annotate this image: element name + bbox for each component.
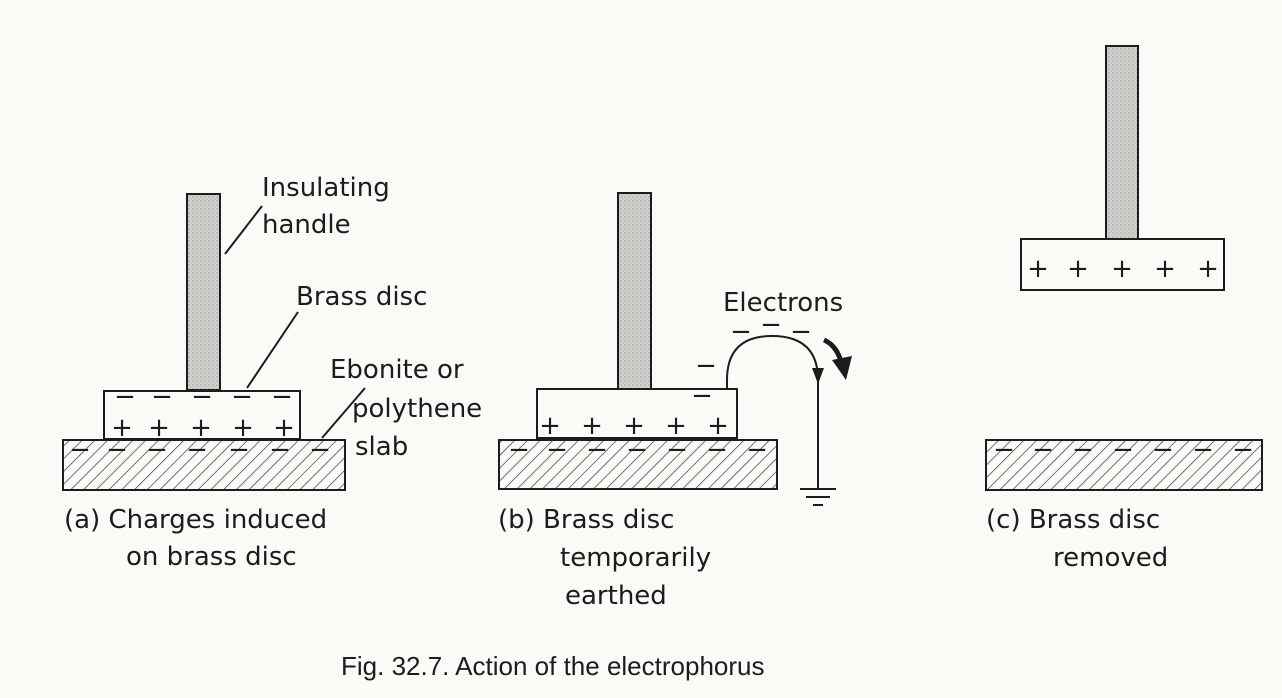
minus-sign: − xyxy=(228,435,250,465)
plus-sign: + xyxy=(1067,254,1089,284)
caption-line: removed xyxy=(1053,543,1168,573)
caption-line: temporarily xyxy=(560,543,711,573)
minus-sign: − xyxy=(1152,435,1174,465)
plus-sign: + xyxy=(148,413,170,443)
minus-sign: − xyxy=(186,435,208,465)
minus-sign: − xyxy=(269,435,291,465)
insulating-handle-label: Insulating handle xyxy=(262,173,398,240)
leader-line-brass-disc xyxy=(246,311,299,389)
minus-sign: − xyxy=(106,435,128,465)
earth-wire xyxy=(726,334,819,488)
label-line: slab xyxy=(355,432,408,462)
caption-line: on brass disc xyxy=(126,542,297,572)
minus-sign: − xyxy=(69,435,91,465)
plus-sign: + xyxy=(539,411,561,441)
plus-sign: + xyxy=(232,413,254,443)
minus-sign: − xyxy=(1072,435,1094,465)
minus-sign: − xyxy=(508,435,530,465)
plus-sign: + xyxy=(273,413,295,443)
plus-sign: + xyxy=(1154,254,1176,284)
plus-sign: + xyxy=(190,413,212,443)
minus-sign: − xyxy=(626,435,648,465)
minus-sign: − xyxy=(146,435,168,465)
minus-sign: − xyxy=(546,435,568,465)
earth-symbol xyxy=(800,488,836,506)
electrons-label: Electrons xyxy=(723,288,843,318)
minus-sign: − xyxy=(1032,435,1054,465)
disc-positive-charges-c: + + + + + xyxy=(1027,254,1219,284)
plus-sign: + xyxy=(111,413,133,443)
brass-disc-a xyxy=(103,390,301,440)
minus-sign: − xyxy=(114,382,136,412)
brass-disc-label: Brass disc xyxy=(296,282,427,312)
slab-negative-charges-c: − − − − − − − xyxy=(993,435,1254,465)
label-line: Insulating xyxy=(262,173,390,203)
minus-sign: − xyxy=(1112,435,1134,465)
disc-positive-charges-b: + + + + + xyxy=(539,411,729,441)
minus-sign: − xyxy=(746,435,768,465)
minus-sign: − xyxy=(993,435,1015,465)
slab-label: Ebonite or polythene slab xyxy=(330,355,490,462)
slab-negative-charges-a: − − − − − − − xyxy=(69,435,331,465)
minus-sign: − xyxy=(760,310,782,340)
caption-line: (b) Brass disc xyxy=(498,505,674,535)
leader-line-slab xyxy=(321,387,366,439)
panel-a: − − − − − + + + + + − − − − − − − xyxy=(62,173,490,572)
label-line: Ebonite or xyxy=(330,355,464,385)
panel-c: + + + + + − − − − − − − (c) Brass disc r… xyxy=(985,45,1263,573)
wire-arrowhead xyxy=(812,368,824,384)
panel-b: + + + + + − − − − − − − − xyxy=(498,192,852,611)
plus-sign: + xyxy=(623,411,645,441)
minus-sign: − xyxy=(691,381,713,411)
minus-sign: − xyxy=(730,317,752,347)
slab-b xyxy=(498,439,778,490)
caption-line: (c) Brass disc xyxy=(986,505,1160,535)
minus-sign: − xyxy=(666,435,688,465)
minus-sign: − xyxy=(586,435,608,465)
panel-c-caption: (c) Brass disc removed xyxy=(986,505,1169,573)
minus-sign: − xyxy=(695,351,717,381)
minus-sign: − xyxy=(191,382,213,412)
electron-flow-arrow xyxy=(822,337,852,380)
disc-top-negative-charges-a: − − − − − xyxy=(114,382,293,412)
insulating-handle-b xyxy=(617,192,652,391)
panel-b-caption: (b) Brass disc temporarily earthed xyxy=(498,505,719,611)
slab-a xyxy=(62,439,346,491)
minus-sign: − xyxy=(309,435,331,465)
plus-sign: + xyxy=(1027,254,1049,284)
minus-sign: − xyxy=(151,382,173,412)
minus-sign: − xyxy=(790,317,812,347)
caption-line: earthed xyxy=(565,581,667,611)
slab-negative-charges-b: − − − − − − − xyxy=(508,435,768,465)
label-line: polythene xyxy=(352,394,482,424)
caption-line: (a) Charges induced xyxy=(64,505,327,535)
minus-sign: − xyxy=(1192,435,1214,465)
disc-bottom-positive-charges-a: + + + + + xyxy=(111,413,295,443)
minus-sign: − xyxy=(706,435,728,465)
label-line: handle xyxy=(262,210,351,240)
leader-line-handle xyxy=(224,205,263,255)
insulating-handle-c xyxy=(1105,45,1139,240)
figure-caption: Fig. 32.7. Action of the electrophorus xyxy=(341,651,764,681)
electron-charges: − − − − xyxy=(695,310,812,381)
plus-sign: + xyxy=(581,411,603,441)
insulating-handle-a xyxy=(186,193,221,391)
plus-sign: + xyxy=(707,411,729,441)
minus-sign: − xyxy=(271,382,293,412)
panel-a-caption: (a) Charges induced on brass disc xyxy=(64,505,335,572)
brass-disc-c xyxy=(1020,238,1225,291)
minus-sign: − xyxy=(1232,435,1254,465)
plus-sign: + xyxy=(1111,254,1133,284)
plus-sign: + xyxy=(665,411,687,441)
plus-sign: + xyxy=(1197,254,1219,284)
slab-c xyxy=(985,439,1263,491)
minus-sign: − xyxy=(231,382,253,412)
brass-disc-b xyxy=(536,388,738,439)
